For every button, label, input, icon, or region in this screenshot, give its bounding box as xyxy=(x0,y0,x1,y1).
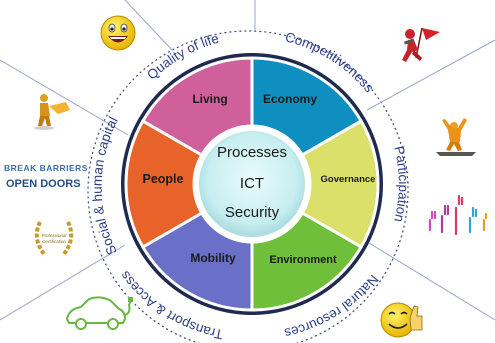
running-man-flag-icon xyxy=(402,27,440,62)
divider-line xyxy=(0,59,129,136)
smiley-face-icon xyxy=(100,15,136,51)
divider-line xyxy=(368,242,495,321)
core-circle xyxy=(199,131,305,237)
ring-label-participation: Participation xyxy=(391,144,411,223)
ring-text-participation: Participation xyxy=(391,144,411,223)
laurel-badge-icon: Professional Certification xyxy=(34,221,74,256)
segment-label-living: Living xyxy=(192,92,227,106)
break-barriers-logo: BREAK BARRIERS OPEN DOORS xyxy=(4,163,88,190)
ring-text-social-human-capital: Social & human capital xyxy=(90,114,121,257)
badge-line-1: Professional xyxy=(42,233,68,238)
segment-label-environment: Environment xyxy=(269,254,337,266)
outer-dashed-ring xyxy=(87,30,409,343)
logo-line-2: OPEN DOORS xyxy=(6,178,81,190)
core-label-security: Security xyxy=(225,204,280,221)
segment-label-mobility: Mobility xyxy=(190,251,236,265)
core-label-ict: ICT xyxy=(240,175,264,192)
divider-line xyxy=(124,0,173,51)
segment-group xyxy=(124,56,380,312)
smiley-thumbs-up-icon xyxy=(380,302,423,338)
badge-line-2: Certification xyxy=(42,239,66,244)
segment-label-economy: Economy xyxy=(263,92,317,106)
electric-car-icon xyxy=(65,296,133,330)
divider-line xyxy=(0,244,126,321)
winner-podium-icon xyxy=(436,118,476,156)
segment-label-people: People xyxy=(143,172,184,186)
divider-line xyxy=(366,39,495,111)
raised-hands-icon xyxy=(428,194,488,236)
segment-label-governance: Governance xyxy=(321,174,376,185)
ring-label-social-human-capital: Social & human capital xyxy=(90,114,121,257)
logo-line-1: BREAK BARRIERS xyxy=(4,163,88,173)
core-label-processes: Processes xyxy=(217,144,287,161)
person-with-trophy-icon xyxy=(34,94,70,130)
